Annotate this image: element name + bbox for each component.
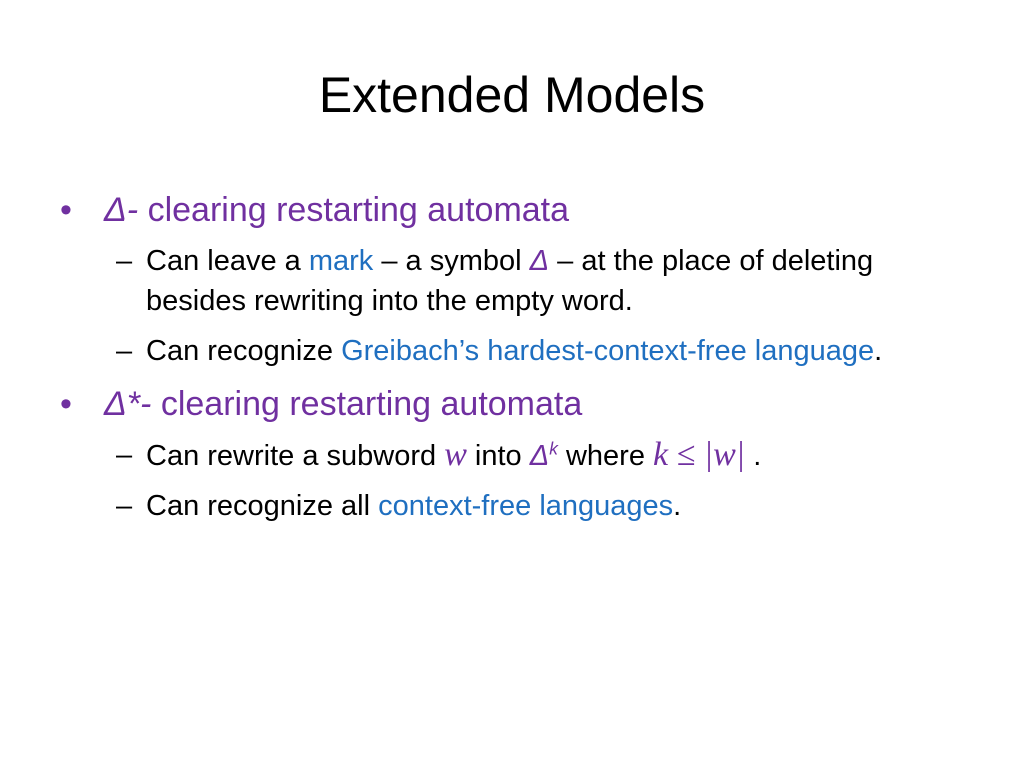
- dash: –: [116, 245, 133, 277]
- delta-star-prefix: Δ*-: [104, 385, 152, 423]
- sub-text: .: [874, 335, 883, 367]
- exponent-k: k: [549, 438, 558, 459]
- sub-bullet-mark: – Can leave a mark – a symbol Δ – at the…: [60, 241, 980, 321]
- length-constraint: k ≤ |w|: [653, 436, 746, 473]
- slide-content: • Δ- clearing restarting automata – Can …: [60, 187, 980, 536]
- dash: –: [116, 439, 133, 471]
- sub-text: .: [745, 440, 762, 472]
- delta-symbol: Δ: [529, 245, 550, 277]
- sub-bullet-greibach: – Can recognize Greibach’s hardest-conte…: [60, 331, 980, 371]
- bullet-delta-star-clearing: • Δ*- clearing restarting automata: [60, 381, 980, 427]
- sub-bullet-cfl: – Can recognize all context-free languag…: [60, 486, 980, 526]
- bullet-text: clearing restarting automata: [151, 385, 583, 423]
- bullet-dot: •: [60, 385, 72, 423]
- bullet-text: clearing restarting automata: [138, 191, 570, 229]
- greibach-language-term: Greibach’s hardest-context-free language: [341, 335, 875, 367]
- dash: –: [116, 335, 133, 367]
- sub-text: – at the place of deleting besides rewri…: [146, 245, 874, 317]
- sub-text: .: [673, 490, 682, 522]
- bullet-dot: •: [60, 191, 72, 229]
- dash: –: [116, 490, 133, 522]
- cfl-term: context-free languages: [378, 490, 674, 522]
- sub-text: – a symbol: [373, 245, 530, 277]
- sub-text: Can recognize all: [146, 490, 379, 522]
- sub-text: where: [557, 440, 654, 472]
- sub-text: into: [466, 440, 530, 472]
- mark-term: mark: [308, 245, 374, 277]
- sub-text: Can leave a: [146, 245, 309, 277]
- variable-w: w: [444, 436, 467, 473]
- delta-prefix: Δ-: [104, 191, 139, 229]
- sub-text: Can rewrite a subword: [146, 440, 445, 472]
- sub-bullet-rewrite: – Can rewrite a subword w into Δk where …: [60, 435, 980, 476]
- sub-text: Can recognize: [146, 335, 342, 367]
- bullet-delta-clearing: • Δ- clearing restarting automata: [60, 187, 980, 233]
- delta-symbol: Δ: [529, 440, 550, 472]
- slide-title: Extended Models: [318, 67, 706, 123]
